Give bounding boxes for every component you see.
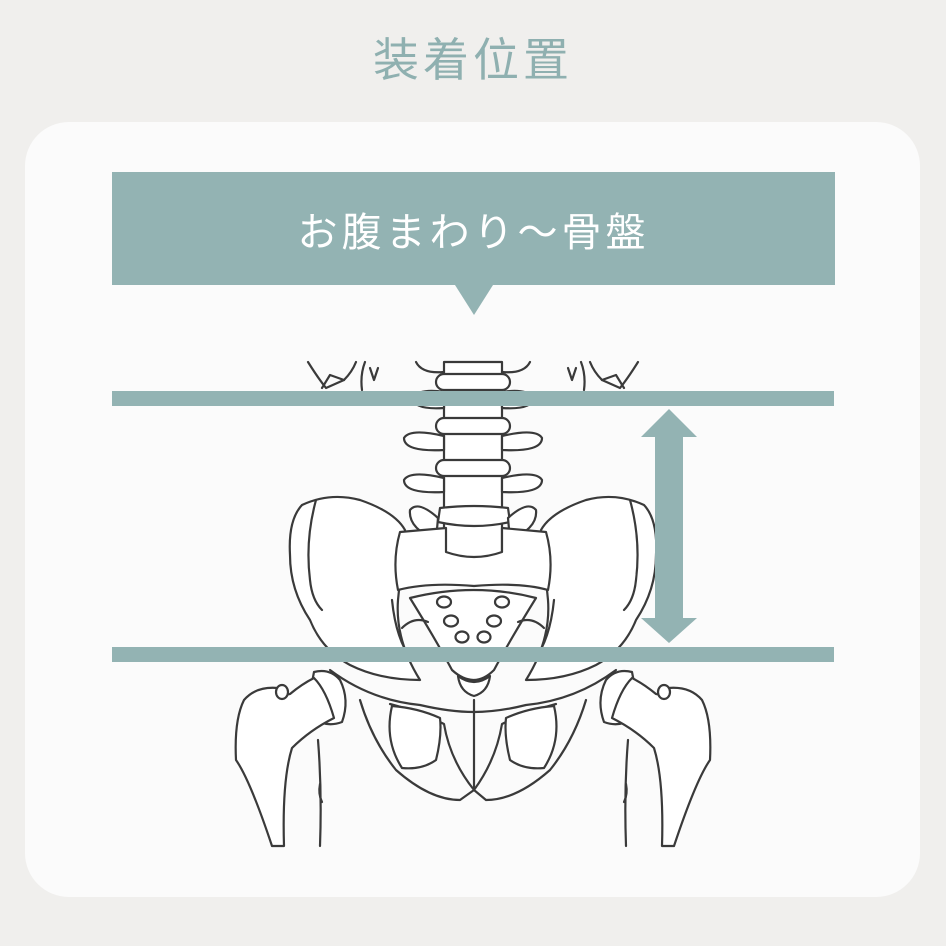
upper-boundary-band [112,391,834,406]
banner-pointer [455,285,493,315]
lower-boundary-band [112,647,834,662]
banner-label: お腹まわり〜骨盤 [297,209,650,256]
page-title: 装着位置 [373,33,573,87]
banner: お腹まわり〜骨盤 [112,172,835,285]
